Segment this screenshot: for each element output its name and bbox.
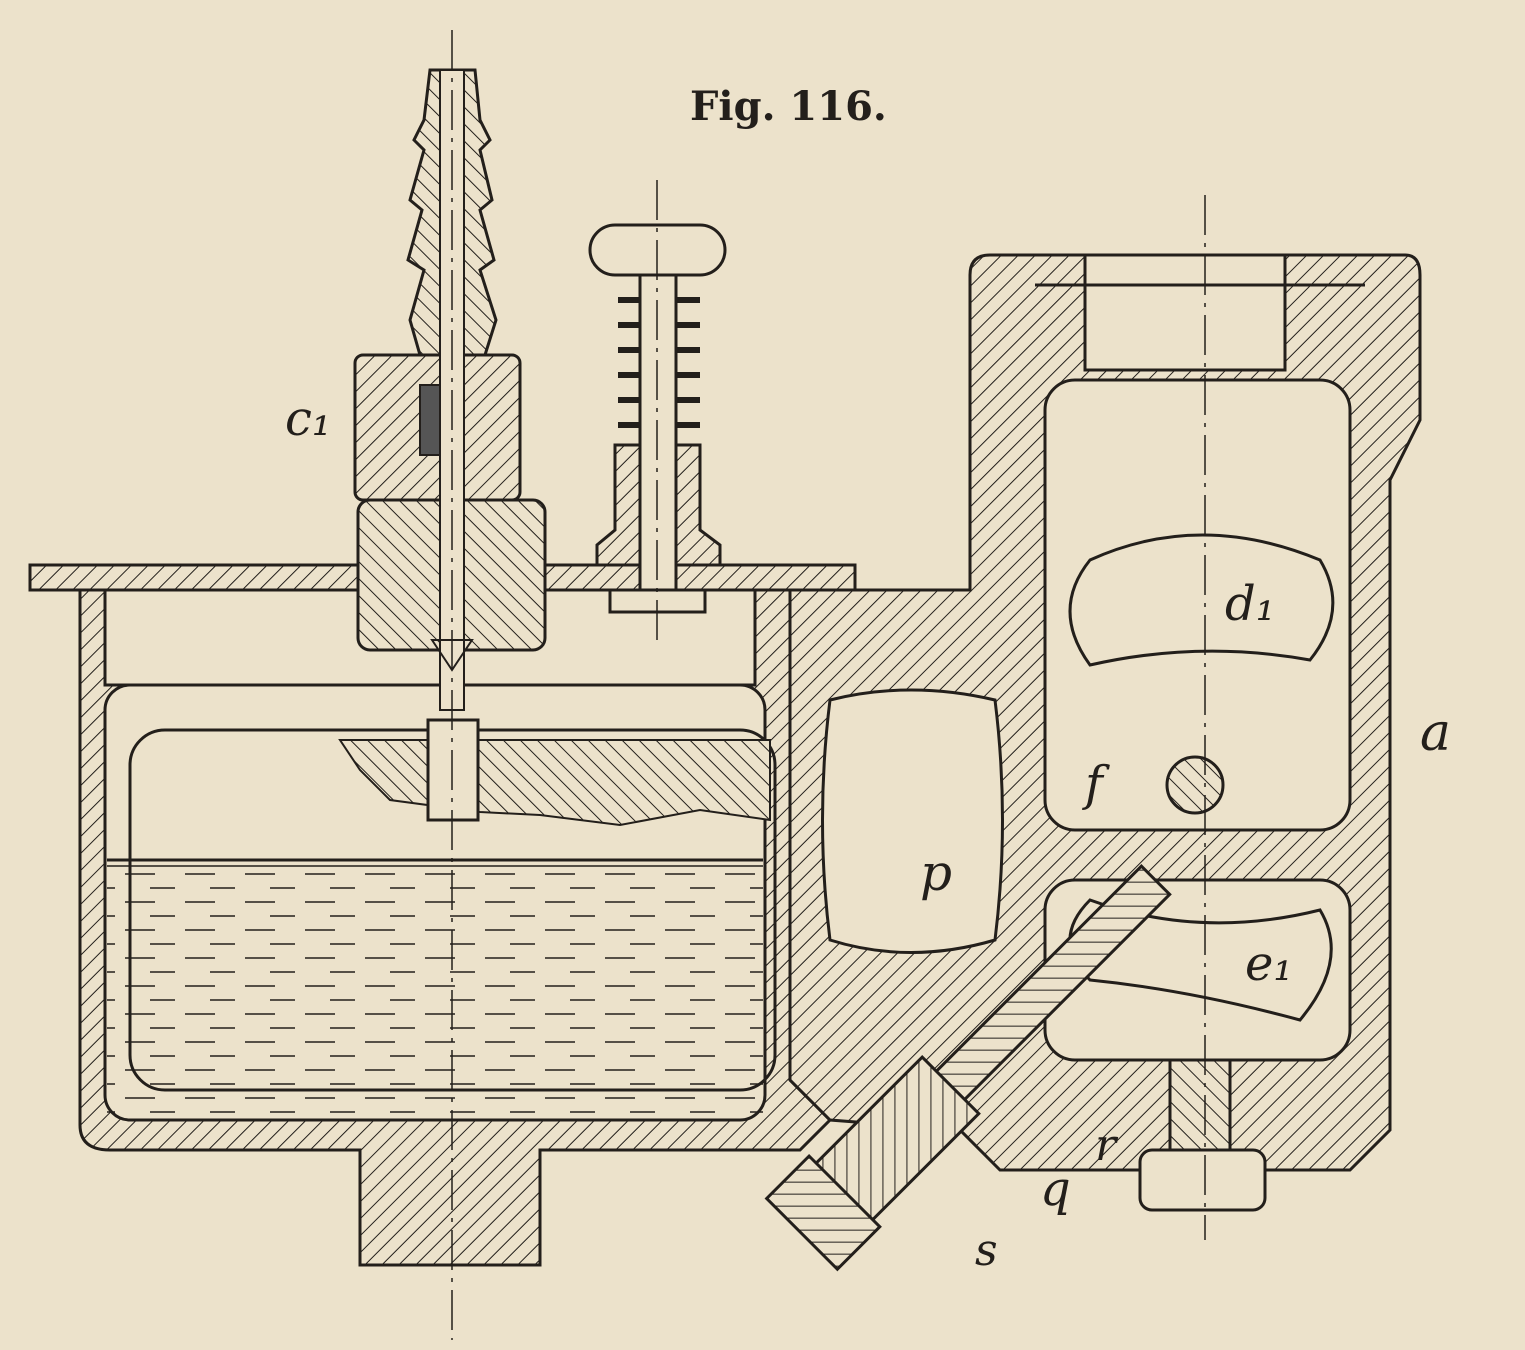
label-e1: e₁ [1245,936,1293,992]
label-r: r [1095,1120,1119,1171]
label-a: a [1420,703,1451,763]
throttle-shaft-f [1165,755,1225,815]
port-d1 [1068,533,1335,667]
drain-screw [1168,1058,1232,1157]
drain-nut [1138,1148,1267,1212]
upper-chamber [1043,378,1352,832]
figure-title: Fig. 116. [690,83,887,130]
label-d1: d₁ [1225,576,1275,632]
window-p [821,688,1004,954]
label-p: p [920,844,952,902]
label-q: q [1040,1161,1071,1217]
fuel-level [107,860,763,1118]
jet-assembly [764,864,1172,1272]
label-c1: c₁ [285,391,331,447]
label-s: s [975,1225,998,1276]
